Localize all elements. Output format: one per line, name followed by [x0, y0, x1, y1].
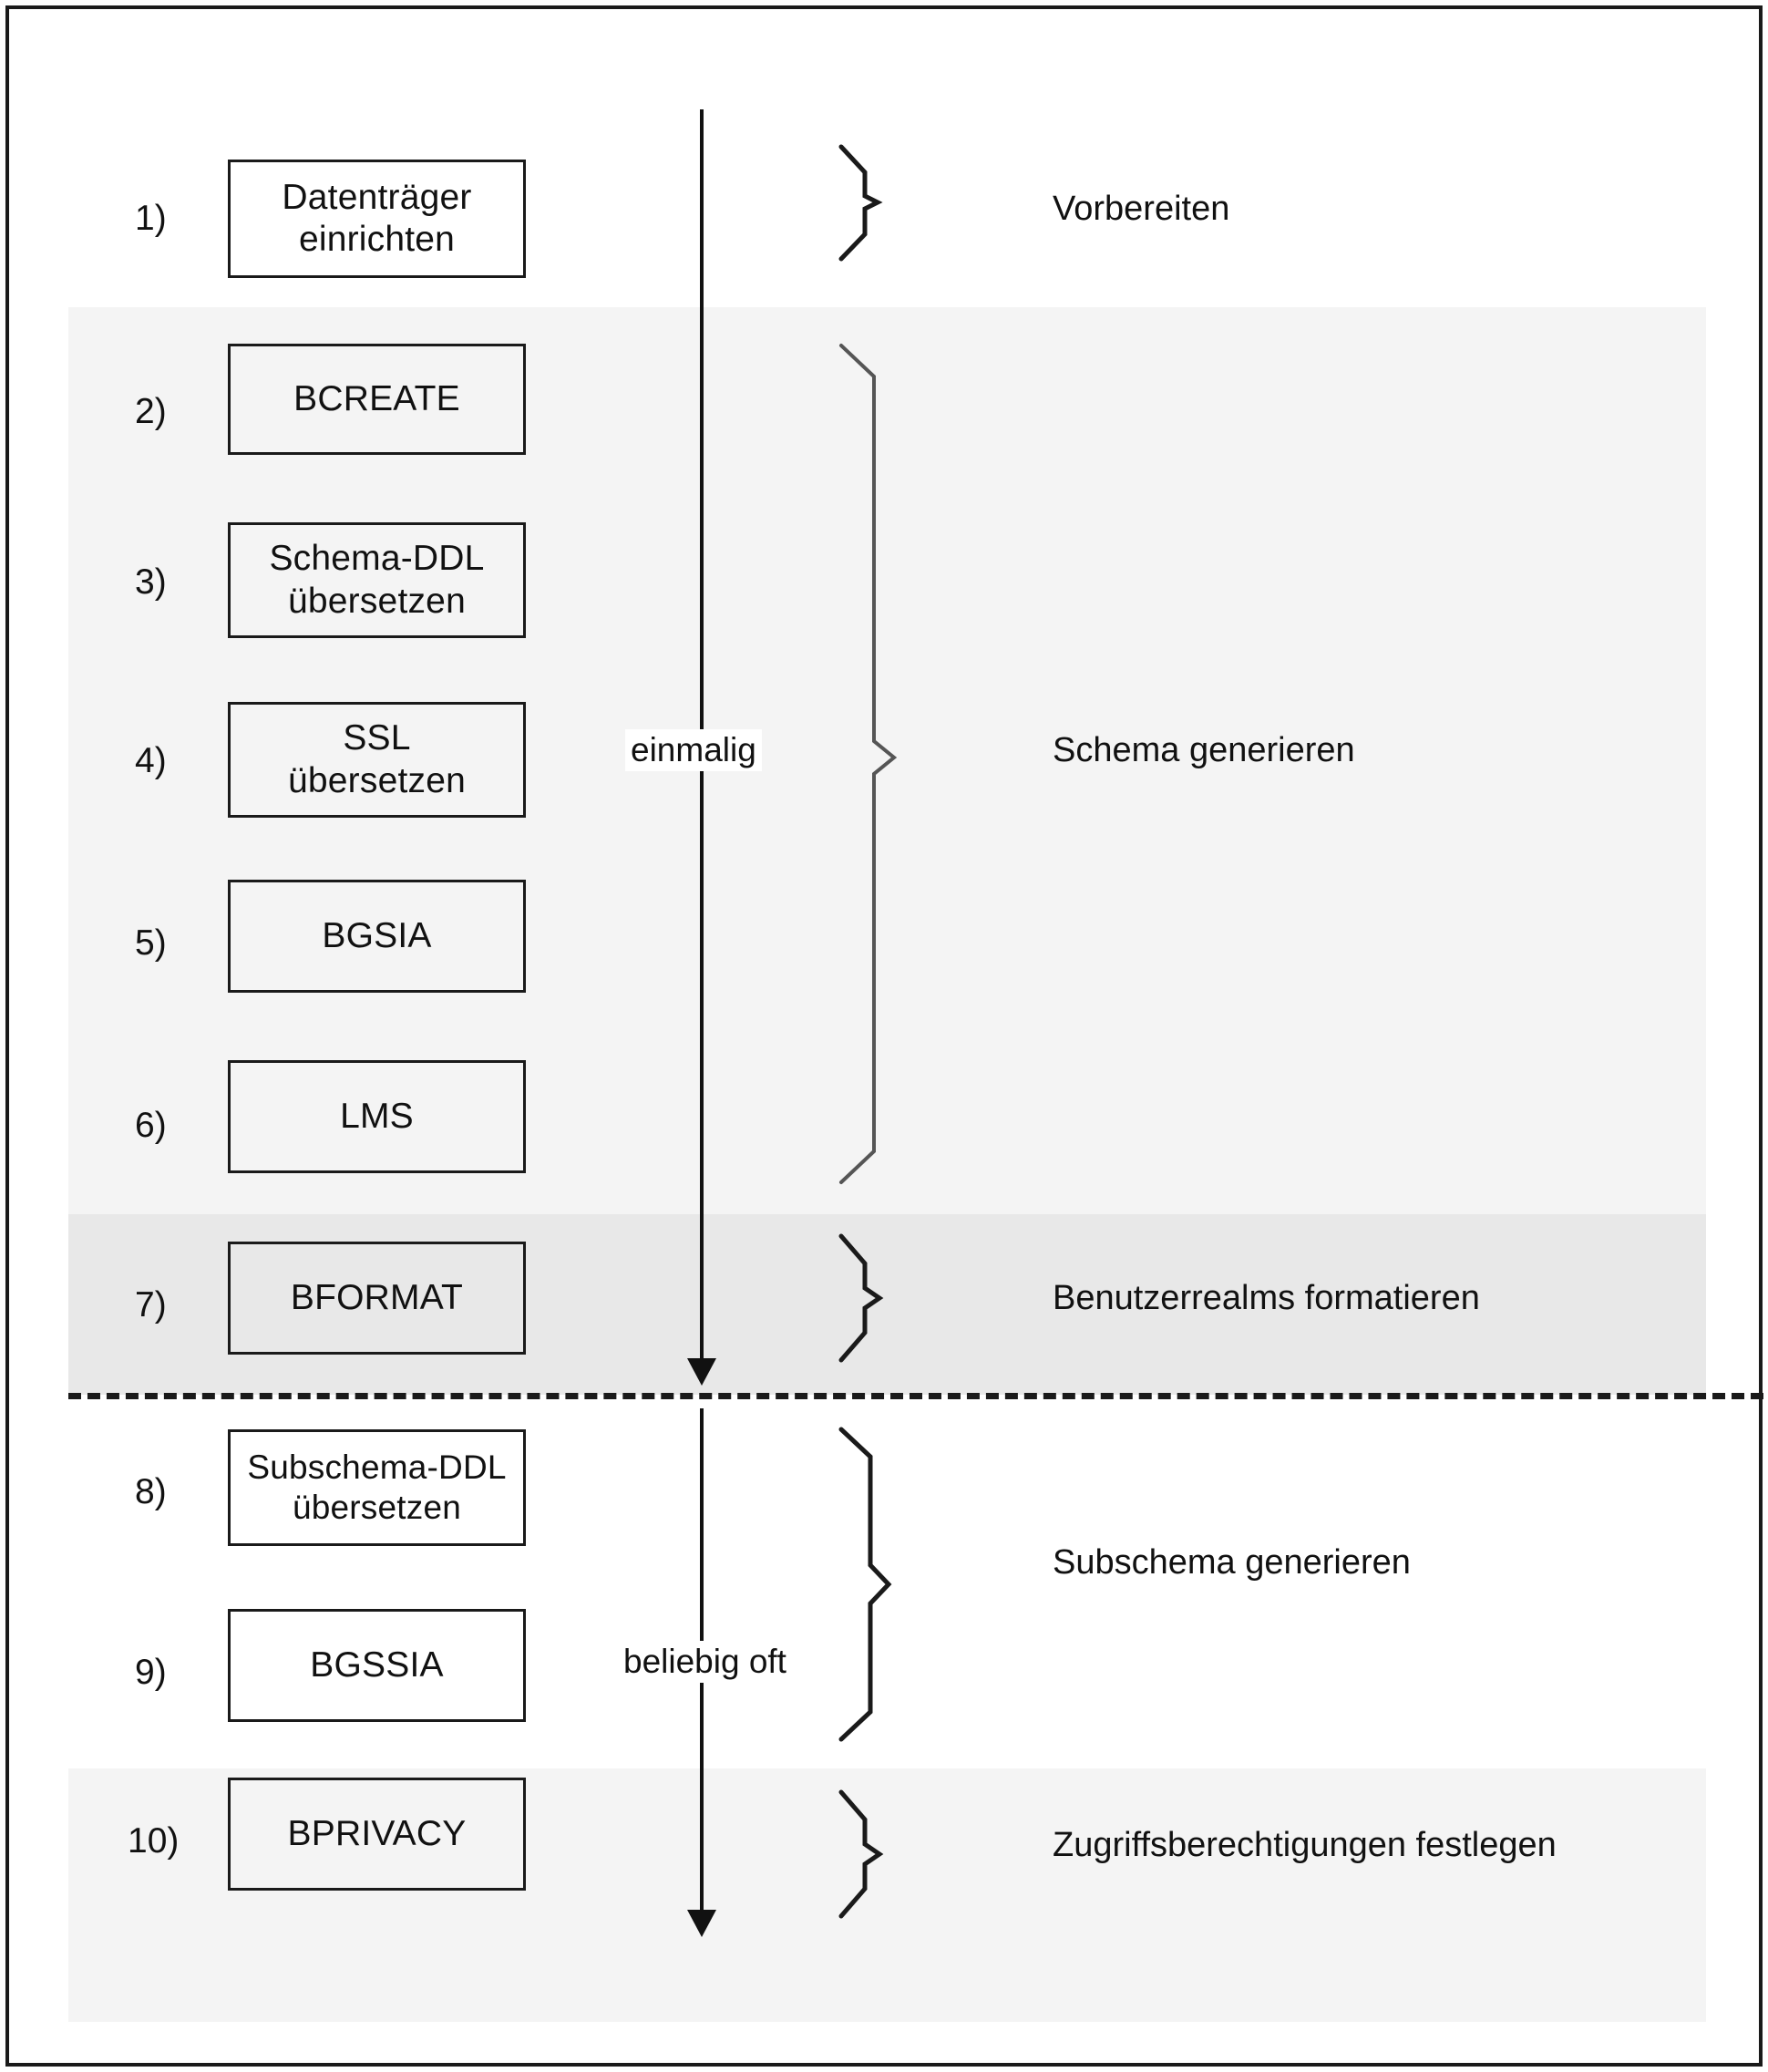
step-box-10-line1: BPRIVACY [287, 1813, 467, 1853]
step-number-3: 3) [135, 562, 167, 602]
step-box-3-line2: übersetzen [288, 581, 466, 621]
brace-vorbereiten [838, 144, 883, 262]
step-box-6[interactable]: LMS [228, 1060, 526, 1173]
step-box-1[interactable]: Datenträger einrichten [228, 160, 526, 278]
step-number-4: 4) [135, 741, 167, 780]
step-box-4-line2: übersetzen [288, 760, 466, 800]
step-box-8[interactable]: Subschema-DDL übersetzen [228, 1429, 526, 1546]
brace-schema-generieren [839, 344, 898, 1184]
group-label-zugriffsberechtigungen-festlegen: Zugriffsberechtigungen festlegen [1053, 1826, 1557, 1864]
step-number-9: 9) [135, 1653, 167, 1692]
section-divider-dashed [68, 1393, 1763, 1399]
flow-arrow-head-einmalig [687, 1358, 716, 1386]
step-number-8: 8) [135, 1472, 167, 1511]
step-number-7: 7) [135, 1285, 167, 1325]
group-label-subschema-generieren: Subschema generieren [1053, 1543, 1411, 1582]
band-zugriffsberechtigungen [68, 1768, 1706, 2022]
step-box-3-line1: Schema-DDL [269, 539, 485, 579]
step-box-2[interactable]: BCREATE [228, 344, 526, 455]
step-number-10: 10) [128, 1821, 180, 1861]
step-box-2-line1: BCREATE [293, 378, 460, 418]
step-box-1-line1: Datenträger [282, 177, 472, 217]
band-schema-generieren [68, 307, 1706, 1214]
step-box-9[interactable]: BGSSIA [228, 1609, 526, 1722]
step-box-9-line1: BGSSIA [310, 1644, 444, 1685]
brace-zugriffsberechtigungen-festlegen [838, 1789, 884, 1919]
group-label-vorbereiten: Vorbereiten [1053, 190, 1230, 228]
step-box-7-line1: BFORMAT [290, 1277, 464, 1317]
step-number-1: 1) [135, 199, 167, 238]
step-box-3[interactable]: Schema-DDL übersetzen [228, 522, 526, 638]
step-box-6-line1: LMS [340, 1096, 414, 1136]
flow-label-beliebig-oft: beliebig oft [618, 1641, 792, 1683]
step-box-4-line1: SSL [343, 718, 411, 758]
step-box-10[interactable]: BPRIVACY [228, 1778, 526, 1891]
brace-subschema-generieren [838, 1427, 892, 1742]
step-box-4[interactable]: SSL übersetzen [228, 702, 526, 818]
step-box-5[interactable]: BGSIA [228, 880, 526, 993]
step-box-5-line1: BGSIA [322, 915, 432, 955]
flow-arrow-head-beliebig-oft [687, 1910, 716, 1937]
group-label-schema-generieren: Schema generieren [1053, 731, 1355, 769]
step-box-8-line2: übersetzen [292, 1489, 462, 1526]
step-box-1-line2: einrichten [298, 220, 456, 259]
flow-label-einmalig: einmalig [625, 729, 762, 771]
step-number-2: 2) [135, 392, 167, 431]
step-box-8-line1: Subschema-DDL [247, 1448, 507, 1487]
brace-benutzerrealms-formatieren [838, 1233, 884, 1363]
step-box-7[interactable]: BFORMAT [228, 1242, 526, 1355]
group-label-benutzerrealms-formatieren: Benutzerrealms formatieren [1053, 1279, 1480, 1317]
band-benutzerrealms-formatieren [68, 1214, 1706, 1395]
step-number-5: 5) [135, 923, 167, 963]
step-number-6: 6) [135, 1106, 167, 1145]
